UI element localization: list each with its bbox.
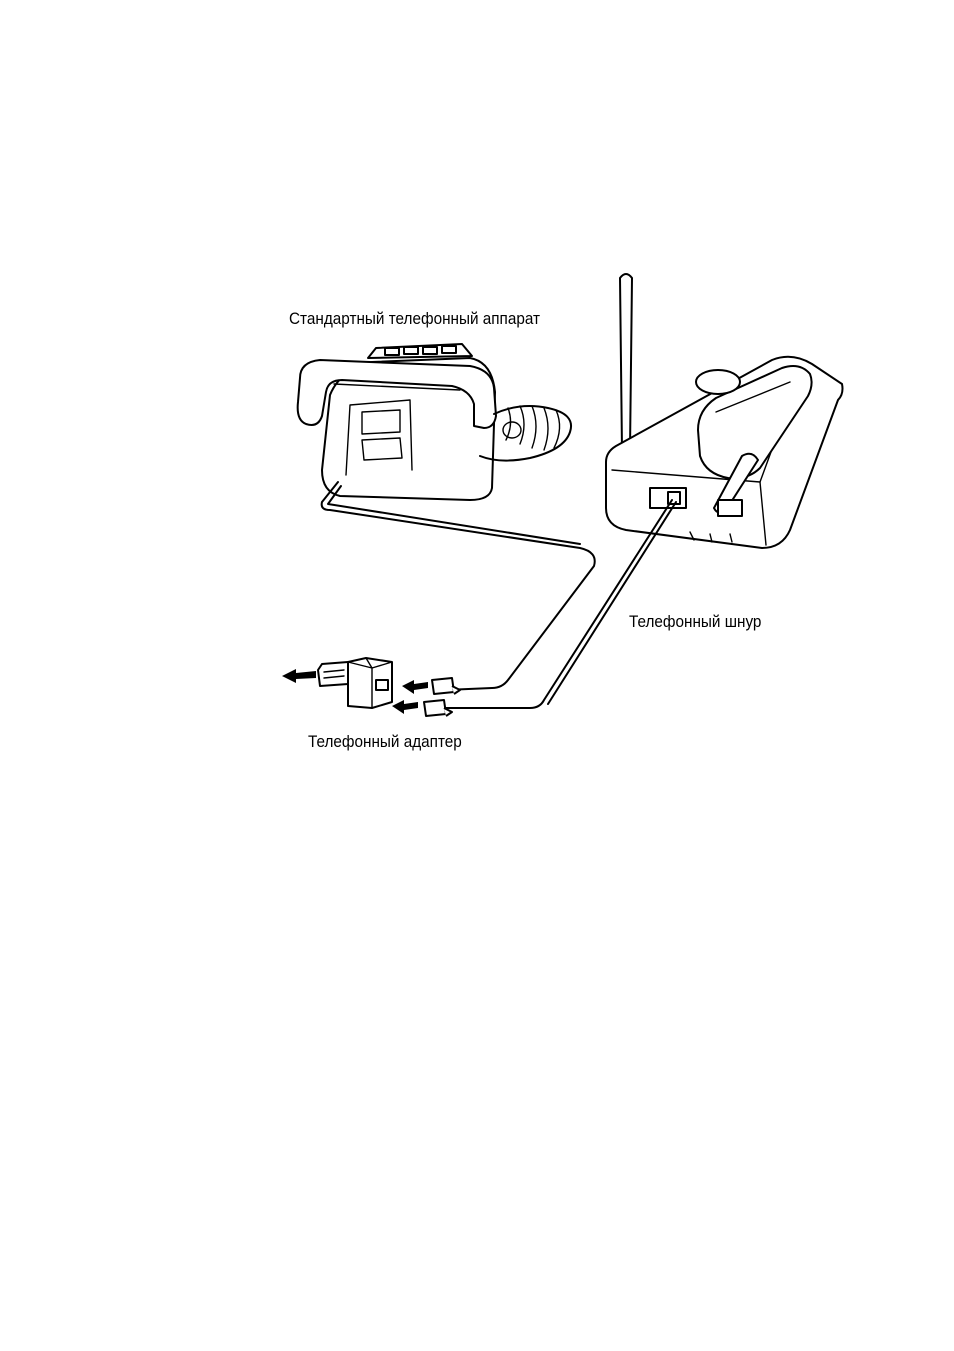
cordless-base-illustration — [606, 274, 843, 548]
phone-key — [442, 346, 456, 353]
adapter-socket — [376, 680, 388, 690]
phone-key — [404, 347, 418, 354]
arrow-to-adapter-lower — [392, 700, 418, 714]
phone-key — [423, 347, 437, 354]
arrow-to-wall — [282, 669, 316, 683]
power-jack — [718, 500, 742, 516]
cord-plug-upper — [432, 678, 460, 694]
phone-key — [385, 348, 399, 355]
antenna — [620, 274, 632, 450]
arrow-to-adapter-upper — [402, 680, 428, 694]
cradle-recess — [696, 370, 740, 394]
phone-adapter-illustration — [318, 658, 392, 708]
standard-phone-illustration — [298, 344, 571, 500]
